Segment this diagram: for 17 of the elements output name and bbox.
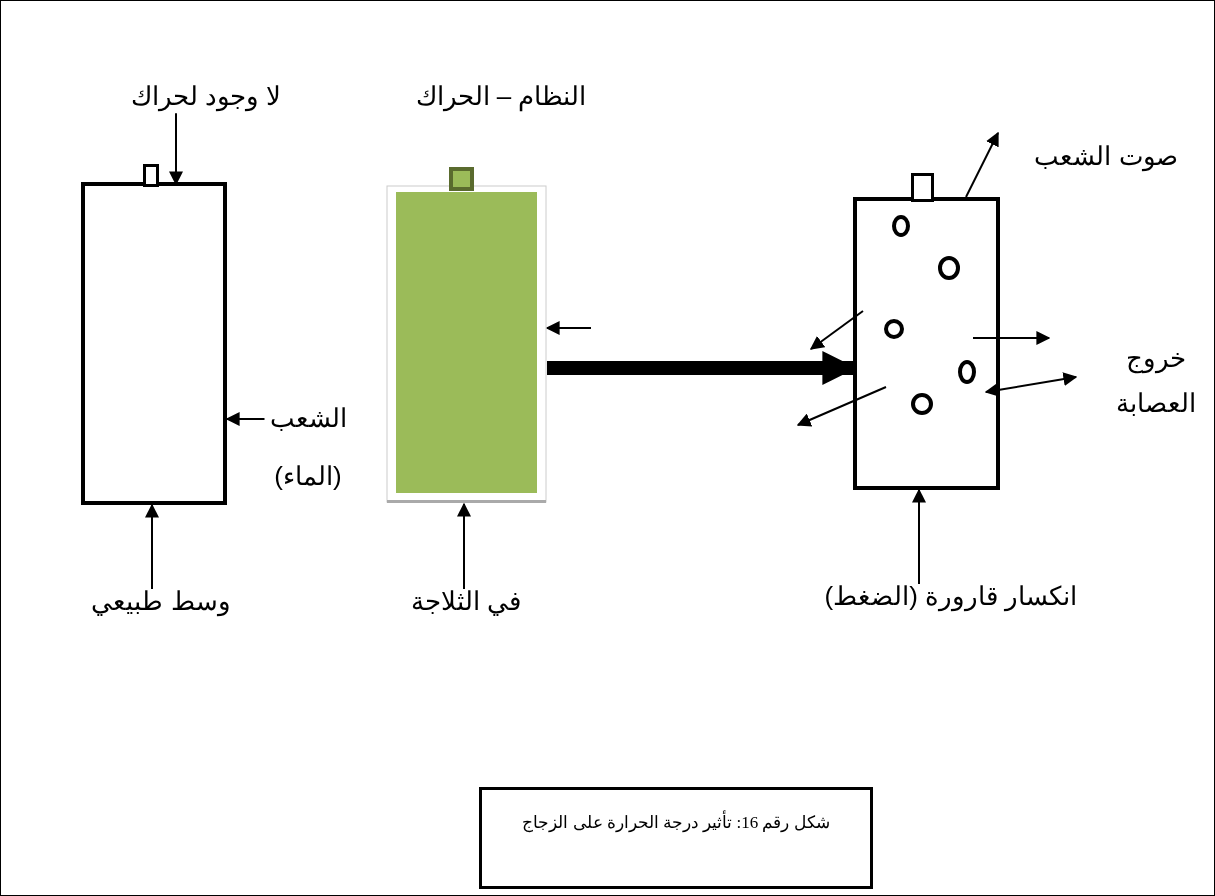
caption-text: شكل رقم 16: تأثير درجة الحرارة على الزجاج	[482, 812, 870, 833]
callout-text: الشعب (الماء)	[268, 402, 348, 493]
bottle-drawing	[386, 167, 547, 504]
callout-text: انكسار قارورة (الضغط)	[823, 581, 1079, 613]
callout-text: وسط طبيعي	[90, 586, 232, 618]
callout-text: في الثلاجة	[409, 586, 523, 618]
annotation-text: صوت الشعب	[1033, 141, 1179, 173]
bottle-drawing	[853, 173, 1000, 490]
arrow	[912, 488, 926, 585]
annotation-text: خروج العصابة	[1115, 342, 1197, 420]
arrow	[457, 502, 471, 590]
arrow	[225, 412, 266, 426]
arrow	[545, 321, 592, 335]
bottle-drawing	[81, 164, 227, 505]
callout-text: لا وجود لحراك	[129, 81, 283, 113]
arrow	[145, 503, 159, 590]
annotation-text: النظام – الحراك	[414, 81, 588, 113]
